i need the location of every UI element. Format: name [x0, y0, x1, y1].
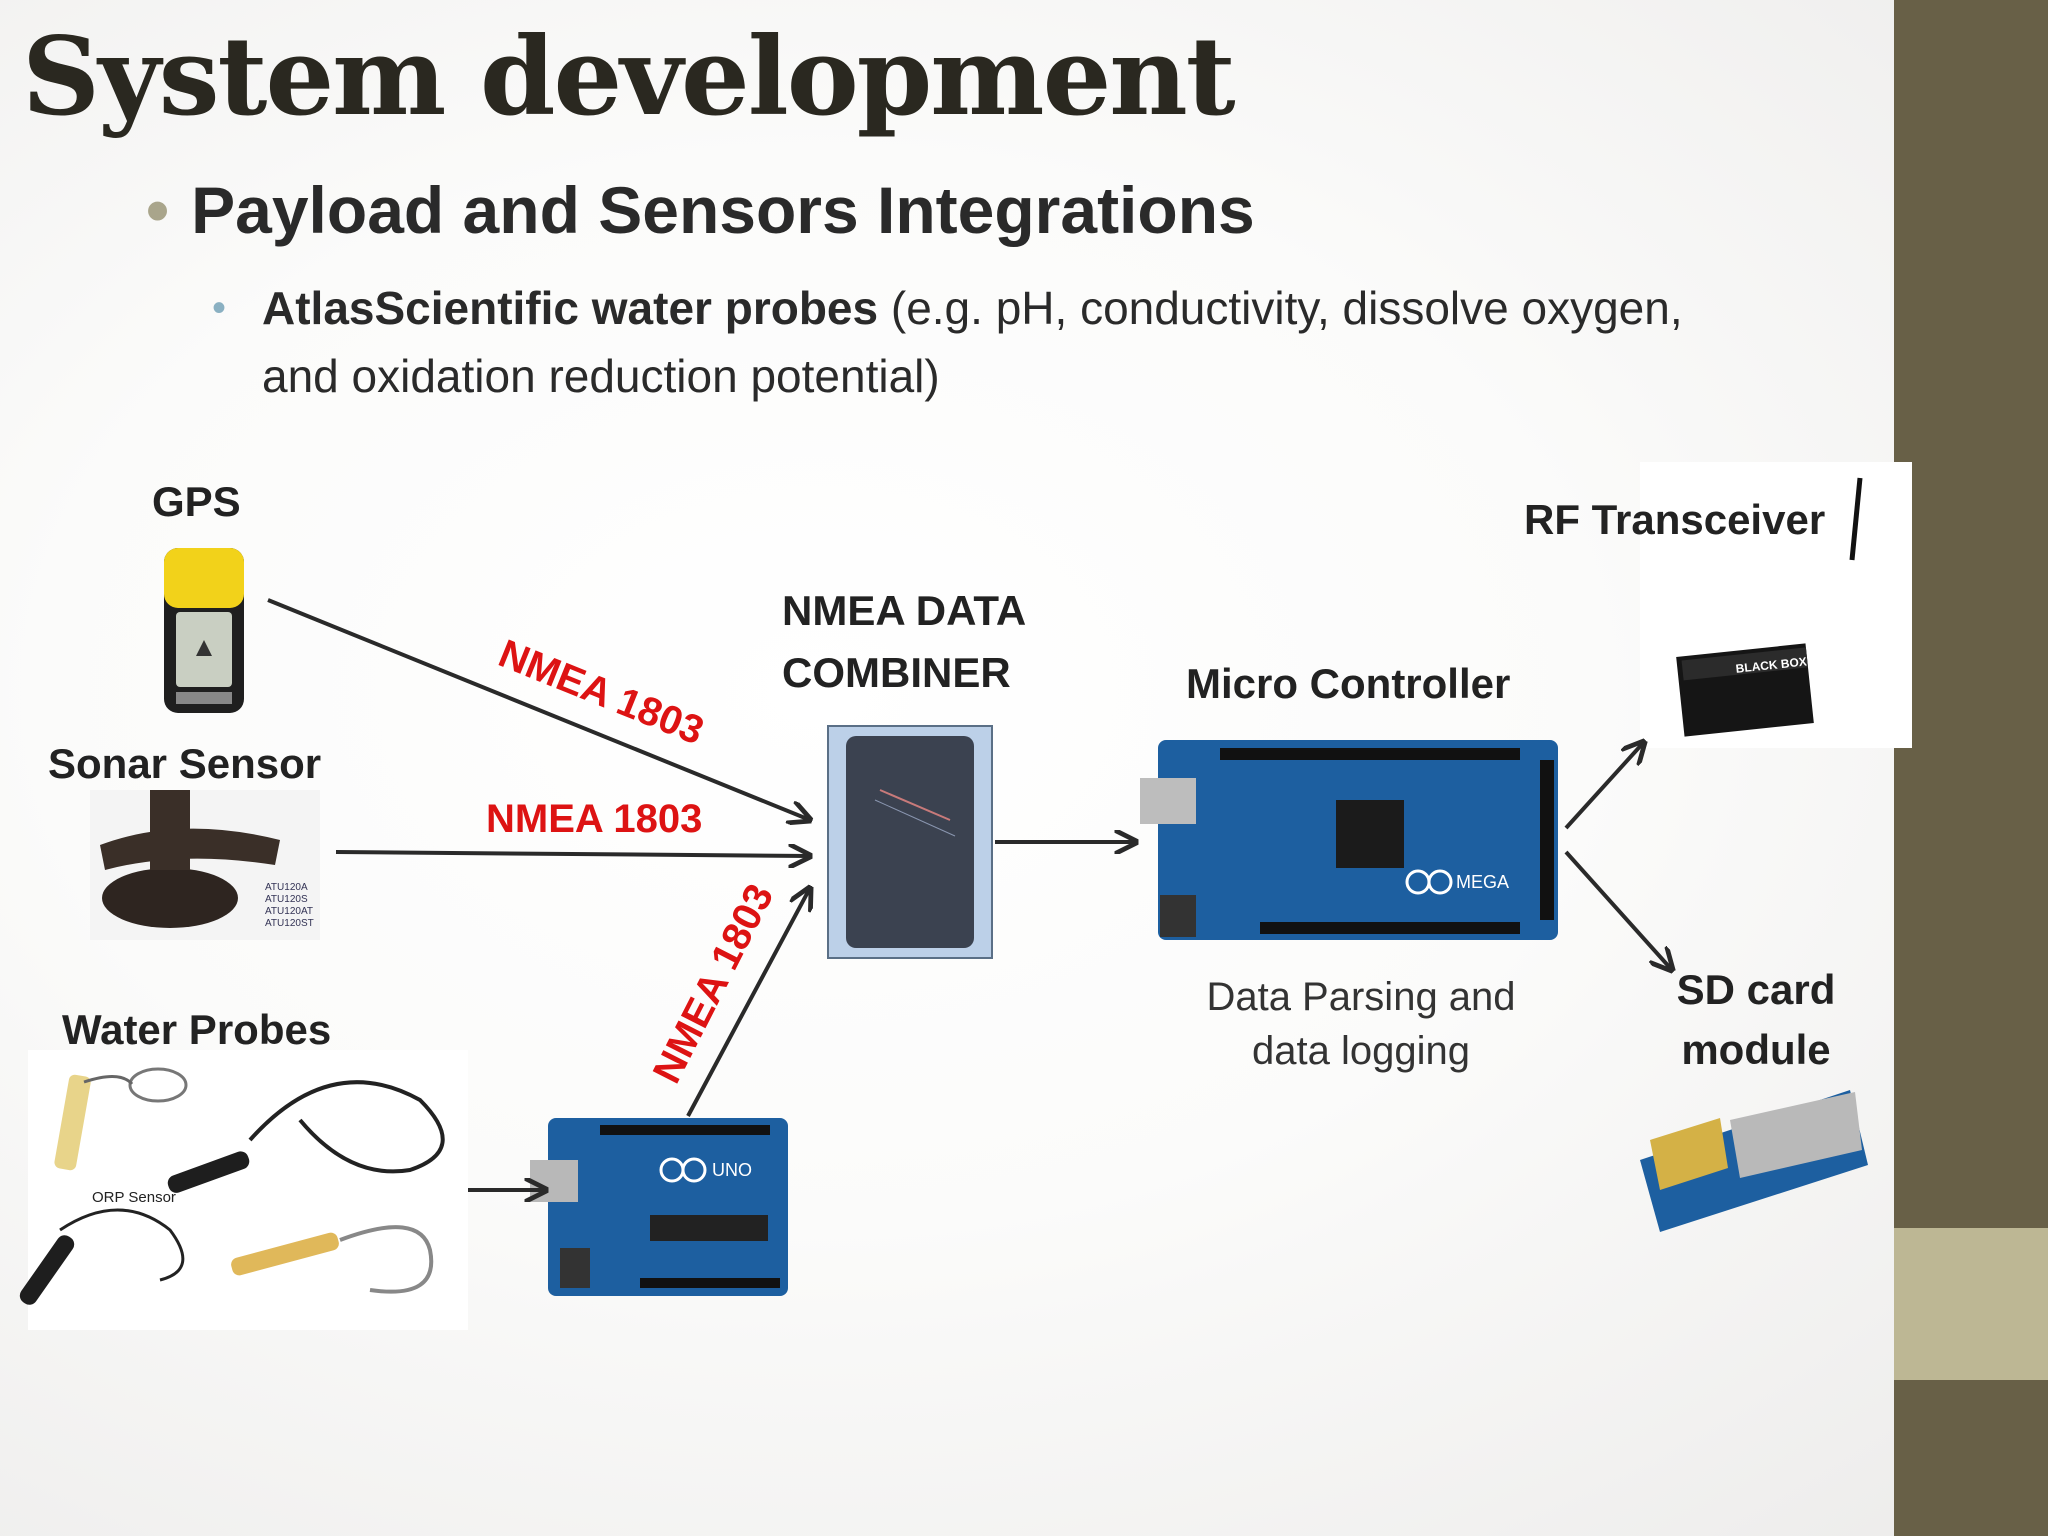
edge-label-uno: NMEA 1803 — [645, 877, 782, 1090]
bullet-dot: • — [146, 173, 170, 247]
edge-label-sonar: NMEA 1803 — [486, 797, 702, 841]
bullet2-bold: AtlasScientific water probes — [262, 282, 879, 334]
sonar-model-4: ATU120ST — [265, 918, 314, 929]
data-parsing-caption: Data Parsing and data logging — [1186, 970, 1536, 1078]
water-probes-image: ORP Sensor — [19, 1050, 468, 1330]
combiner-label: NMEA DATA COMBINER — [782, 580, 1026, 704]
sd-card-label-line1: SD card — [1676, 966, 1836, 1013]
gps-label: GPS — [152, 478, 241, 525]
rf-transceiver-label: RF Transceiver — [1524, 496, 1826, 543]
sd-card-label-line2: module — [1681, 1026, 1831, 1073]
bullet-dot: • — [212, 286, 227, 330]
bullet-level2: • AtlasScientific water probes (e.g. pH,… — [212, 274, 1692, 410]
bullet-level1: • Payload and Sensors Integrations — [146, 172, 1255, 248]
orp-sensor-label: ORP Sensor — [92, 1189, 176, 1206]
sidebar-band — [1894, 1228, 2048, 1380]
micro-controller-label: Micro Controller — [1186, 660, 1511, 707]
combiner-label-line2: COMBINER — [782, 649, 1011, 696]
arrow-uno-to-combiner — [686, 888, 810, 1117]
sonar-model-3: ATU120AT — [265, 906, 313, 917]
sonar-sensor-image: ATU120A ATU120S ATU120AT ATU120ST — [90, 790, 320, 940]
gps-device-image — [164, 548, 244, 713]
bullet2-text: AtlasScientific water probes (e.g. pH, c… — [262, 274, 1692, 410]
nmea-combiner-image — [827, 725, 993, 959]
arduino-mega-image: MEGA — [1140, 740, 1558, 940]
sd-card-label: SD card module — [1676, 960, 1836, 1080]
bullet1-text: Payload and Sensors Integrations — [191, 173, 1255, 247]
mega-logo: MEGA — [1456, 872, 1509, 892]
bullet2-rest: (e.g. pH, conductivity, dissolve oxygen,… — [262, 282, 1683, 402]
sonar-model-1: ATU120A — [265, 882, 308, 893]
arduino-uno-image: UNO — [530, 1118, 788, 1296]
sonar-label: Sonar Sensor — [48, 740, 322, 787]
rf-transceiver-image: BLACK BOX — [1640, 462, 1912, 748]
uno-logo: UNO — [712, 1160, 752, 1180]
water-probes-label: Water Probes — [62, 1006, 332, 1053]
arrow-mega-to-rf — [1564, 742, 1644, 830]
arrow-mega-to-sd — [1564, 850, 1672, 970]
arrow-gps-to-combiner — [267, 598, 810, 820]
sonar-model-2: ATU120S — [265, 894, 308, 905]
caption-line2: data logging — [1252, 1029, 1470, 1073]
combiner-label-line1: NMEA DATA — [782, 587, 1027, 634]
slide-title: System development — [22, 14, 1236, 140]
arrow-sonar-to-combiner — [335, 852, 810, 856]
caption-line1: Data Parsing and — [1206, 975, 1516, 1019]
sd-card-image — [1640, 1090, 1868, 1232]
